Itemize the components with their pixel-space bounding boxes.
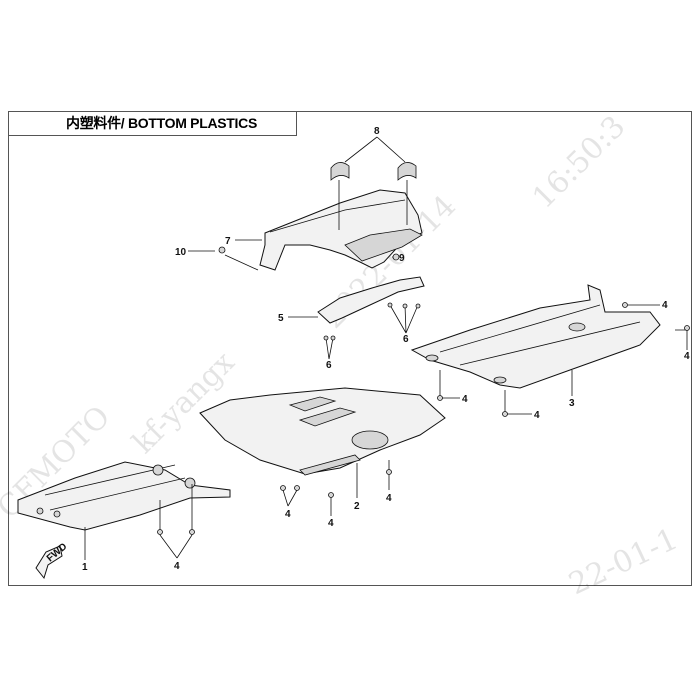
part-2-skid-plate bbox=[199, 387, 446, 476]
diagram-frame bbox=[8, 111, 692, 586]
callout-8: 8 bbox=[374, 126, 380, 137]
svg-text:16:50:3: 16:50:3 bbox=[526, 109, 633, 216]
callout-4: 4 bbox=[662, 300, 668, 311]
callout-6: 6 bbox=[326, 360, 332, 371]
callouts: 8 7 10 9 5 6 6 4 4 4 4 3 2 4 4 4 1 4 bbox=[82, 126, 690, 573]
fwd-arrow-icon: FWD bbox=[35, 541, 70, 580]
callout-4: 4 bbox=[684, 351, 690, 362]
leader-lines bbox=[84, 136, 688, 560]
callout-2: 2 bbox=[354, 501, 360, 512]
callout-4: 4 bbox=[285, 509, 291, 520]
callout-9: 9 bbox=[399, 253, 405, 264]
callout-4: 4 bbox=[462, 394, 468, 405]
callout-6: 6 bbox=[403, 334, 409, 345]
part-8-bushings bbox=[330, 162, 417, 181]
callout-10: 10 bbox=[175, 247, 187, 258]
callout-7: 7 bbox=[225, 236, 231, 247]
callout-4: 4 bbox=[386, 493, 392, 504]
svg-text:22-01-1: 22-01-1 bbox=[564, 522, 684, 603]
callout-4: 4 bbox=[328, 518, 334, 529]
callout-4: 4 bbox=[174, 561, 180, 572]
part-3-skid-plate bbox=[410, 284, 661, 389]
callout-3: 3 bbox=[569, 398, 575, 409]
callout-4: 4 bbox=[534, 410, 540, 421]
part-5-bracket bbox=[317, 276, 425, 324]
callout-5: 5 bbox=[278, 313, 284, 324]
fwd-label: FWD bbox=[45, 541, 70, 564]
part-7-tunnel-cover bbox=[259, 189, 423, 271]
part-1-front-plate bbox=[17, 461, 231, 531]
diagram-title: 内塑料件/ BOTTOM PLASTICS bbox=[8, 111, 297, 136]
callout-1: 1 bbox=[82, 562, 88, 573]
screws bbox=[157, 246, 690, 535]
